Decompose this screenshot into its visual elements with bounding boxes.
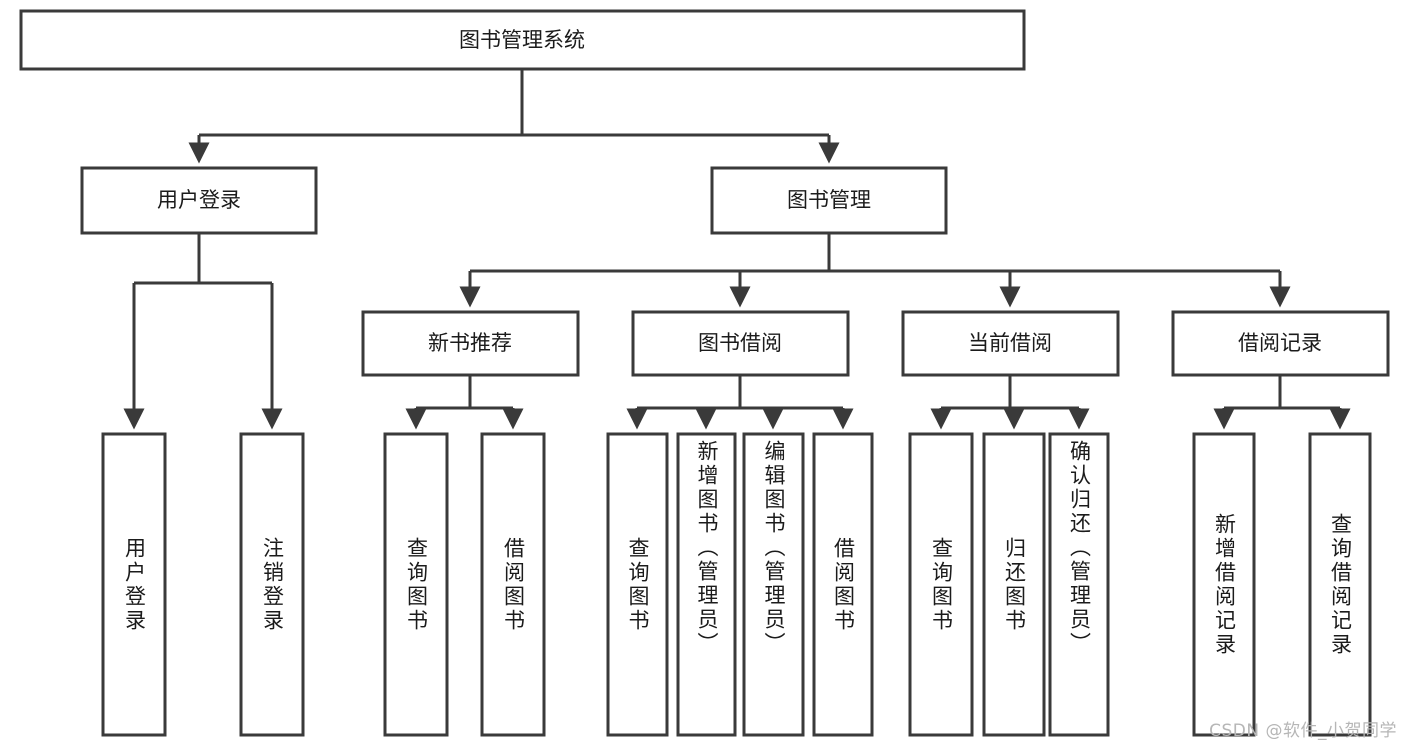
connector-group-borrow-record <box>1213 375 1351 430</box>
node-current-borrow-label: 当前借阅 <box>968 331 1052 355</box>
connector-group-user-login <box>123 233 283 430</box>
leaf-box-query-book-c[interactable] <box>908 432 974 737</box>
node-book-borrow-label: 图书借阅 <box>698 331 782 355</box>
node-book-borrow-box <box>631 310 850 377</box>
leaf-box-logout[interactable] <box>239 432 305 737</box>
node-book-management-box <box>710 166 948 235</box>
connector-group-new-book-rec <box>405 375 524 430</box>
leaf-box-borrow-book-b[interactable] <box>812 432 874 737</box>
leaf-box-borrow-book-a[interactable] <box>480 432 546 737</box>
node-borrow-record-label: 借阅记录 <box>1238 331 1322 355</box>
node-root[interactable]: 图书管理系统 <box>19 9 1026 71</box>
leaf-boxes <box>101 432 1372 737</box>
connector-group-book-borrow <box>626 375 854 430</box>
leaf-box-confirm-return[interactable] <box>1048 432 1110 737</box>
node-book-management[interactable]: 图书管理 <box>710 166 948 235</box>
node-current-borrow-box <box>901 310 1120 377</box>
leaf-box-edit-book[interactable] <box>742 432 805 737</box>
leaf-box-query-record[interactable] <box>1308 432 1372 737</box>
node-book-management-label: 图书管理 <box>787 188 871 212</box>
node-user-login-box <box>80 166 318 235</box>
leaf-box-query-book-b[interactable] <box>606 432 669 737</box>
node-borrow-record[interactable]: 借阅记录 <box>1171 310 1390 377</box>
leaf-box-query-book-a[interactable] <box>383 432 449 737</box>
connector-group-book-mgmt <box>459 233 1291 308</box>
node-new-book-recommend-box <box>361 310 580 377</box>
leaf-box-add-record[interactable] <box>1192 432 1256 737</box>
node-borrow-record-box <box>1171 310 1390 377</box>
leaf-box-add-book[interactable] <box>676 432 737 737</box>
node-new-book-recommend[interactable]: 新书推荐 <box>361 310 580 377</box>
node-user-login[interactable]: 用户登录 <box>80 166 318 235</box>
node-current-borrow[interactable]: 当前借阅 <box>901 310 1120 377</box>
connector-group-root <box>188 69 840 164</box>
leaf-box-return-book[interactable] <box>982 432 1046 737</box>
csdn-watermark: CSDN @软件_小贺同学 <box>1209 721 1397 741</box>
node-new-book-recommend-label: 新书推荐 <box>428 331 512 355</box>
node-book-borrow[interactable]: 图书借阅 <box>631 310 850 377</box>
node-root-box <box>19 9 1026 71</box>
connector-group-current-borrow <box>930 375 1090 430</box>
node-user-login-label: 用户登录 <box>157 188 241 212</box>
node-root-label: 图书管理系统 <box>459 28 585 52</box>
leaf-box-user-login[interactable] <box>101 432 167 737</box>
